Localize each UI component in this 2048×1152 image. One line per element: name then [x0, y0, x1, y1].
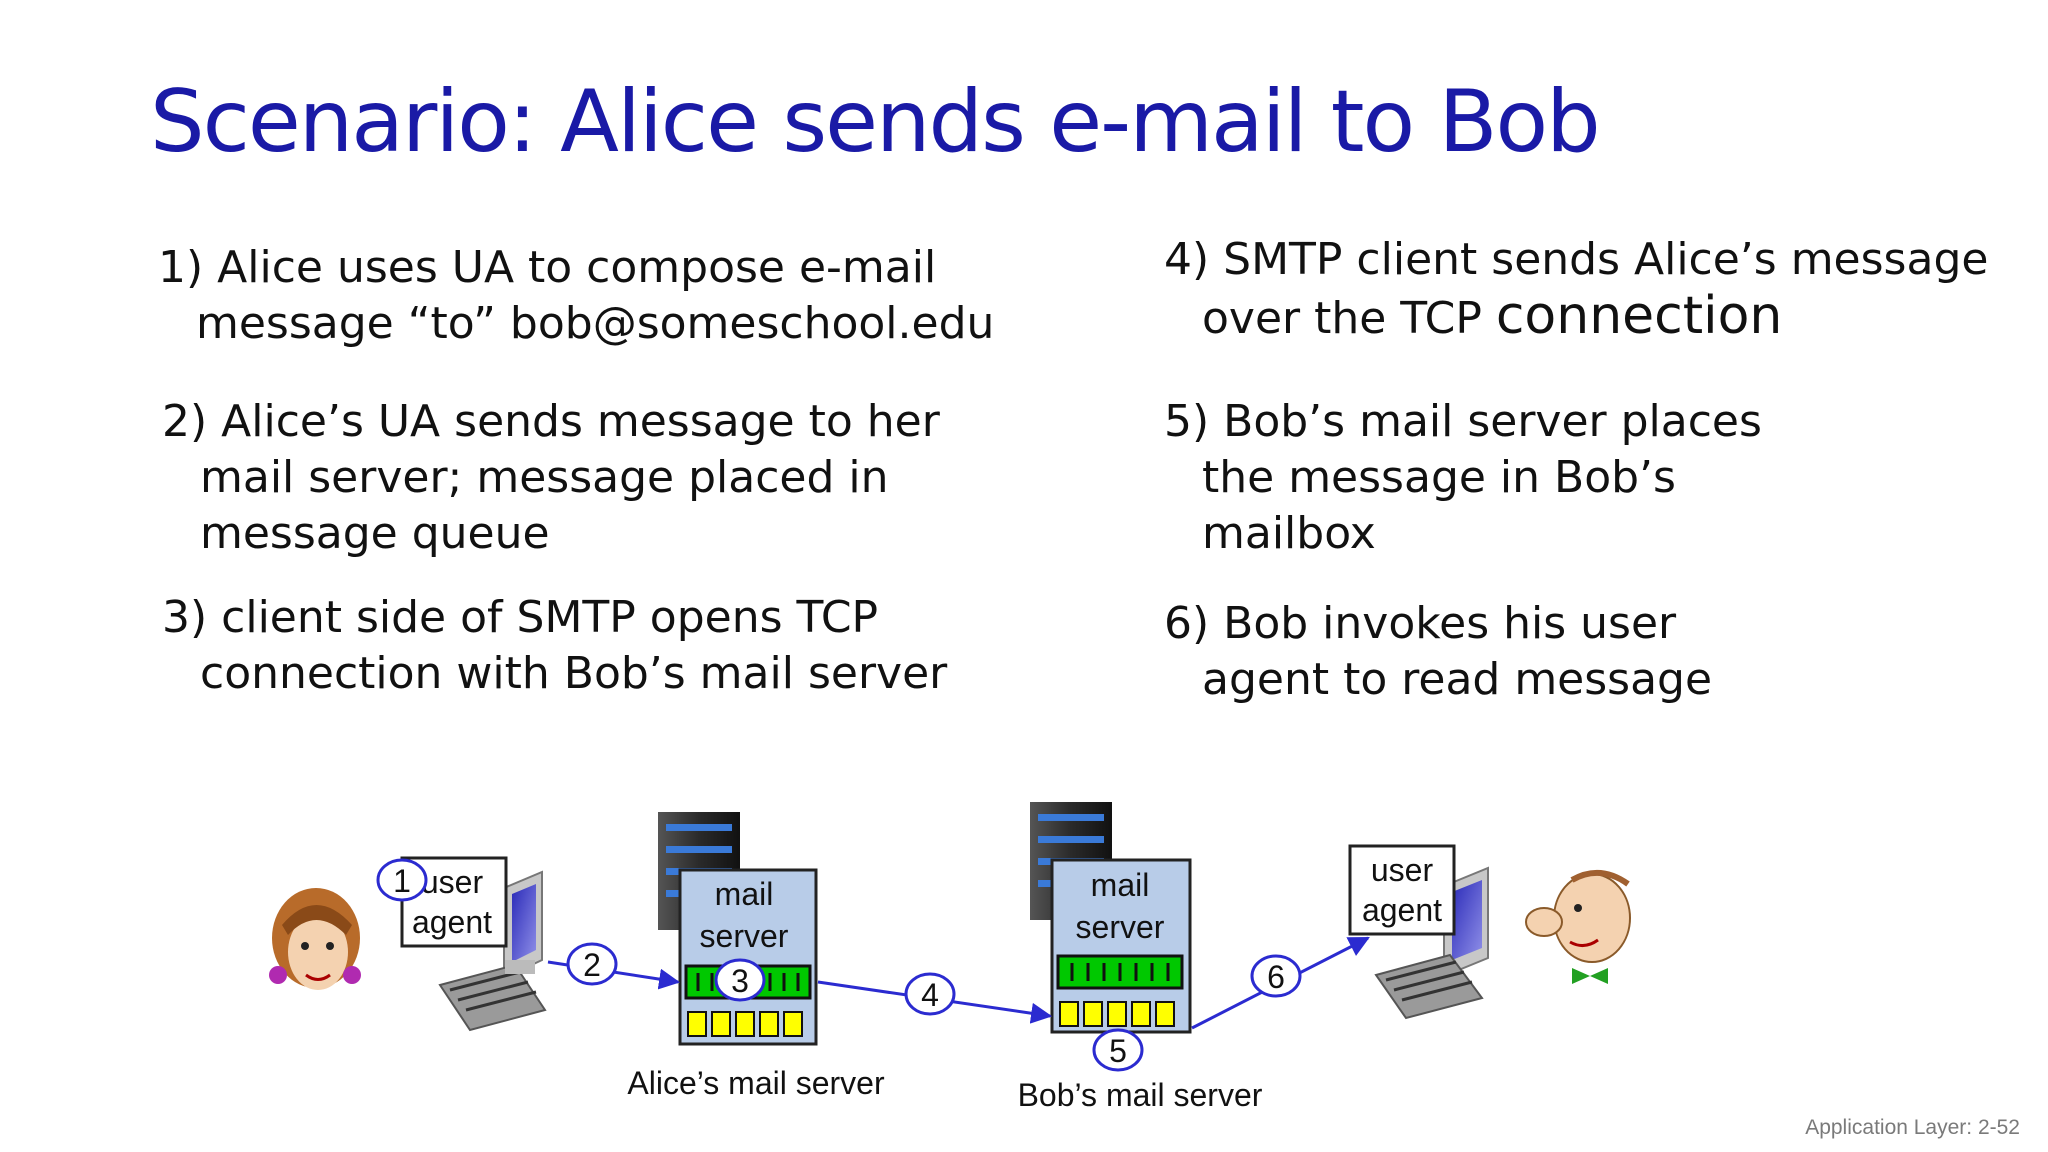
marker-5-label: 5: [1109, 1033, 1127, 1069]
step-2-line-3: message queue: [200, 508, 550, 559]
marker-3: 3: [714, 958, 766, 1002]
alice-ua-label-1: user: [421, 864, 484, 900]
step-3-line-1: 3) client side of SMTP opens TCP: [162, 592, 879, 643]
step-5-line-1: 5) Bob’s mail server places: [1164, 396, 1762, 447]
step-2-line-1: 2) Alice’s UA sends message to her: [162, 396, 940, 447]
alice-computer-icon: [438, 870, 547, 1032]
step-4-line-1: 4) SMTP client sends Alice’s message: [1164, 234, 1989, 285]
bob-ms-label-2: server: [1076, 909, 1165, 945]
step-1-line-2: message “to” bob@someschool.edu: [196, 298, 995, 349]
bob-ua-label-1: user: [1371, 852, 1434, 888]
step-6-line-1: 6) Bob invokes his user: [1164, 598, 1677, 649]
marker-1: 1: [376, 858, 428, 902]
marker-1-label: 1: [393, 863, 411, 899]
step-3: 3) client side of SMTP opens TCP connect…: [162, 590, 947, 702]
alice-mail-server-box: [678, 868, 818, 1046]
step-5-line-2: the message in Bob’s: [1202, 452, 1676, 503]
marker-4: 4: [904, 972, 956, 1016]
step-2: 2) Alice’s UA sends message to her mail …: [162, 394, 940, 562]
step-5-line-3: mailbox: [1202, 508, 1376, 559]
step-4-line-2-text: over the TCP: [1202, 293, 1496, 344]
marker-6: 6: [1250, 954, 1302, 998]
step-1: 1) Alice uses UA to compose e-mail messa…: [158, 240, 994, 352]
bob-ms-label-1: mail: [1091, 867, 1150, 903]
marker-5: 5: [1092, 1028, 1144, 1072]
step-3-line-2: connection with Bob’s mail server: [200, 648, 948, 699]
slide-title: Scenario: Alice sends e-mail to Bob: [150, 72, 1601, 172]
marker-6-label: 6: [1267, 959, 1285, 995]
marker-4-label: 4: [921, 977, 939, 1013]
bob-icon: [1525, 870, 1631, 984]
bob-ua-label-2: agent: [1362, 892, 1442, 928]
bob-computer-icon: [1374, 866, 1489, 1020]
marker-3-label: 3: [731, 963, 749, 999]
bob-ms-caption: Bob’s mail server: [1018, 1077, 1263, 1113]
step-2-line-2: mail server; message placed in: [200, 452, 889, 503]
step-4-line-2: over the TCP connection: [1164, 288, 1988, 347]
step-4-line-2-emph: connection: [1495, 286, 1783, 346]
step-4: 4) SMTP client sends Alice’s message ove…: [1164, 232, 1988, 347]
alice-ms-label-1: mail: [715, 876, 774, 912]
step-5: 5) Bob’s mail server places the message …: [1164, 394, 1762, 562]
slide-footer: Application Layer: 2-52: [1805, 1116, 2020, 1139]
bob-mail-server-box: [1050, 858, 1192, 1034]
step-6: 6) Bob invokes his user agent to read me…: [1164, 596, 1712, 708]
alice-icon: [269, 888, 361, 990]
alice-ua-label-2: agent: [412, 904, 492, 940]
step-6-line-2: agent to read message: [1202, 654, 1713, 705]
marker-2-label: 2: [583, 947, 601, 983]
step-1-line-1: 1) Alice uses UA to compose e-mail: [158, 242, 937, 293]
alice-ms-caption: Alice’s mail server: [627, 1065, 885, 1101]
bob-user-agent-box: [1348, 844, 1456, 936]
alice-ms-label-2: server: [700, 918, 789, 954]
marker-2: 2: [566, 942, 618, 986]
